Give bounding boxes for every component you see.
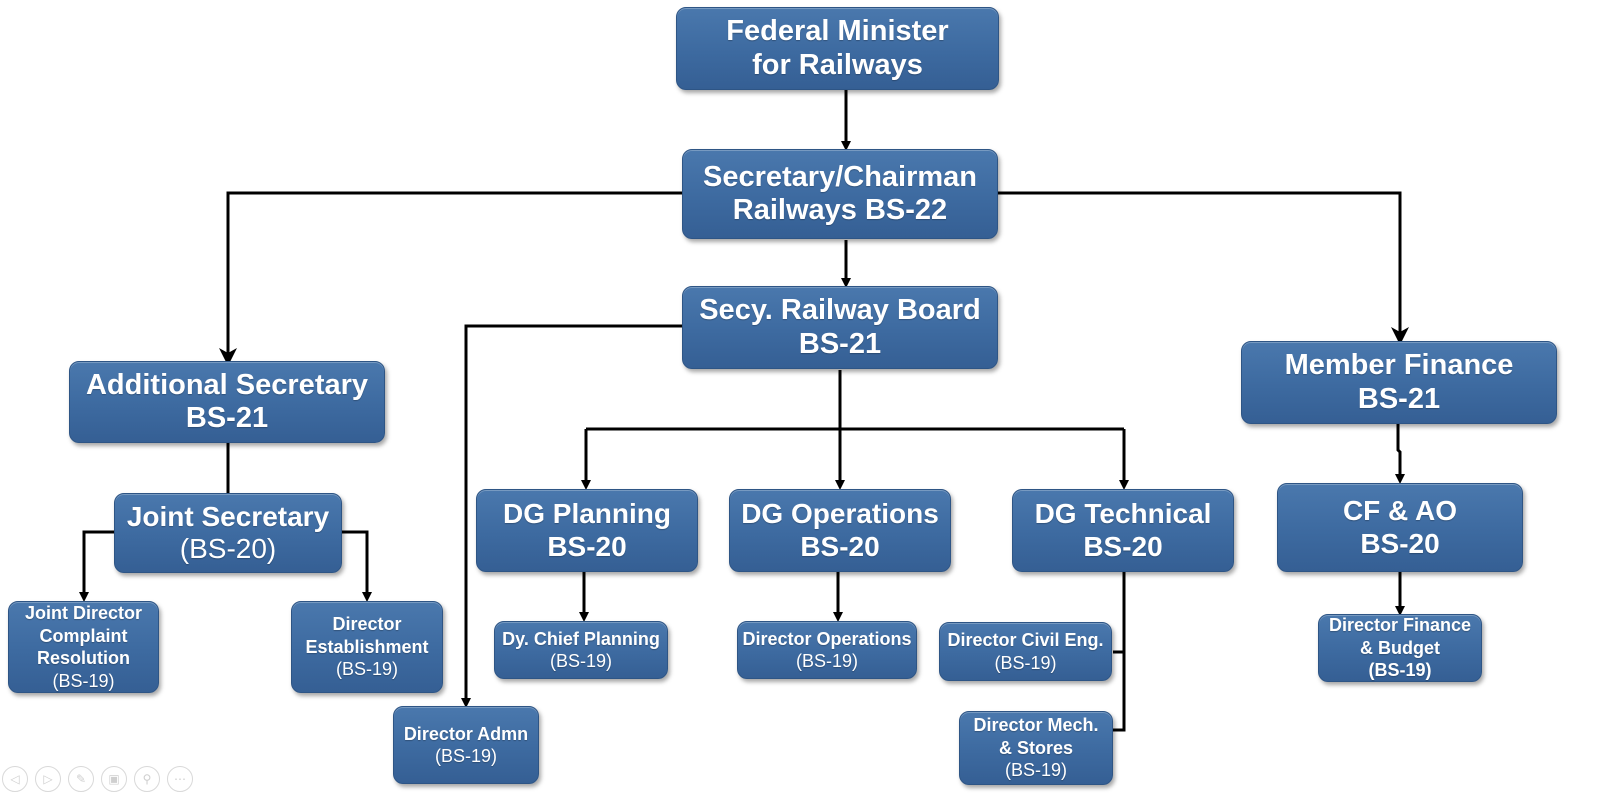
node-secy-railway-board: Secy. Railway Board BS-21: [682, 286, 998, 369]
node-title: Director Finance: [1328, 615, 1472, 636]
node-title: CF & AO: [1342, 495, 1458, 527]
node-dy-chief-planning: Dy. Chief Planning (BS-19): [494, 621, 668, 679]
node-title: Director: [332, 614, 402, 635]
node-director-establishment: Director Establishment (BS-19): [291, 601, 443, 693]
node-subtitle: BS-20: [1083, 530, 1163, 562]
node-title: Federal Minister: [726, 15, 949, 48]
node-title: DG Planning: [503, 498, 671, 530]
node-subtitle: BS-21: [185, 402, 269, 434]
node-dg-operations: DG Operations BS-20: [729, 489, 951, 572]
node-subtitle: (BS-20): [179, 533, 277, 564]
more-icon: ⋯: [174, 772, 186, 786]
node-joint-secretary: Joint Secretary (BS-20): [114, 493, 342, 573]
node-subtitle: BS-20: [1360, 527, 1440, 559]
node-title-3: Resolution: [37, 648, 130, 668]
node-title: Director Admn: [403, 723, 529, 744]
previous-icon: ◁: [10, 772, 20, 786]
node-grade: (BS-19): [994, 652, 1057, 673]
node-grade: (BS-19): [434, 746, 497, 766]
connector-secretary-member-finance: [998, 191, 1409, 345]
node-title: Additional Secretary: [85, 368, 369, 401]
node-title-2: Complaint: [39, 625, 128, 646]
node-title-2: Establishment: [305, 636, 429, 657]
connector-joint-jd-complaint: [79, 530, 115, 602]
node-subtitle: for Railways: [752, 48, 923, 81]
node-secretary-chairman: Secretary/Chairman Railways BS-22: [682, 149, 998, 239]
node-subtitle: BS-21: [798, 327, 882, 360]
connector-to-dg-planning: [586, 427, 1124, 485]
slides-icon: ▣: [108, 772, 120, 786]
node-director-finance-budget: Director Finance & Budget (BS-19): [1318, 614, 1482, 682]
next-slide-button[interactable]: ▷: [35, 766, 61, 792]
node-jd-complaint-resolution: Joint Director Complaint Resolution (BS-…: [8, 601, 159, 693]
more-options-button[interactable]: ⋯: [167, 766, 193, 792]
node-additional-secretary: Additional Secretary BS-21: [69, 361, 385, 443]
node-subtitle: BS-20: [800, 530, 880, 562]
connector-secy-board-dir-admn: [461, 324, 682, 708]
connector-member-finance-cf-ao: [1395, 424, 1405, 484]
node-grade: (BS-19): [1368, 660, 1432, 681]
node-title: Director Operations: [742, 628, 912, 649]
node-title: Joint Secretary: [126, 500, 330, 532]
zoom-icon: ⚲: [142, 772, 152, 786]
pen-icon: ✎: [75, 772, 87, 786]
node-grade: (BS-19): [549, 651, 612, 671]
node-subtitle: Railways BS-22: [732, 194, 948, 226]
node-title: DG Operations: [741, 498, 939, 530]
pen-tool-button[interactable]: ✎: [68, 766, 94, 792]
node-director-mech-stores: Director Mech. & Stores (BS-19): [959, 711, 1113, 785]
node-director-civil-eng: Director Civil Eng. (BS-19): [939, 622, 1112, 681]
node-member-finance: Member Finance BS-21: [1241, 341, 1557, 424]
node-title: DG Technical: [1034, 498, 1212, 530]
see-all-slides-button[interactable]: ▣: [101, 766, 127, 792]
node-grade: (BS-19): [1004, 760, 1067, 781]
node-grade: (BS-19): [795, 651, 858, 671]
node-subtitle: BS-21: [1357, 382, 1441, 415]
node-grade: (BS-19): [335, 659, 398, 680]
node-title: Joint Director: [24, 603, 143, 623]
node-cf-ao: CF & AO BS-20: [1277, 483, 1523, 572]
node-title-2: & Stores: [998, 737, 1074, 758]
previous-slide-button[interactable]: ◁: [2, 766, 28, 792]
node-title: Dy. Chief Planning: [502, 628, 660, 649]
node-subtitle: BS-20: [547, 530, 627, 562]
node-title: Member Finance: [1284, 349, 1514, 382]
connector-dg-technical-directors: [1113, 572, 1126, 732]
node-title-2: & Budget: [1360, 637, 1440, 658]
node-title: Secy. Railway Board: [699, 294, 981, 327]
node-federal-minister: Federal Minister for Railways: [676, 7, 999, 90]
zoom-button[interactable]: ⚲: [134, 766, 160, 792]
connector-joint-dir-establishment: [341, 530, 372, 602]
node-title: Secretary/Chairman: [702, 160, 978, 193]
node-dg-planning: DG Planning BS-20: [476, 489, 698, 572]
connector-secretary-additional-secretary: [219, 191, 682, 366]
node-title: Director Mech.: [973, 715, 1099, 736]
node-dg-technical: DG Technical BS-20: [1012, 489, 1234, 572]
node-grade: (BS-19): [52, 670, 115, 691]
node-director-operations: Director Operations (BS-19): [737, 621, 917, 679]
next-icon: ▷: [43, 772, 53, 786]
node-title: Director Civil Eng.: [947, 630, 1104, 650]
node-director-admn: Director Admn (BS-19): [393, 706, 539, 784]
